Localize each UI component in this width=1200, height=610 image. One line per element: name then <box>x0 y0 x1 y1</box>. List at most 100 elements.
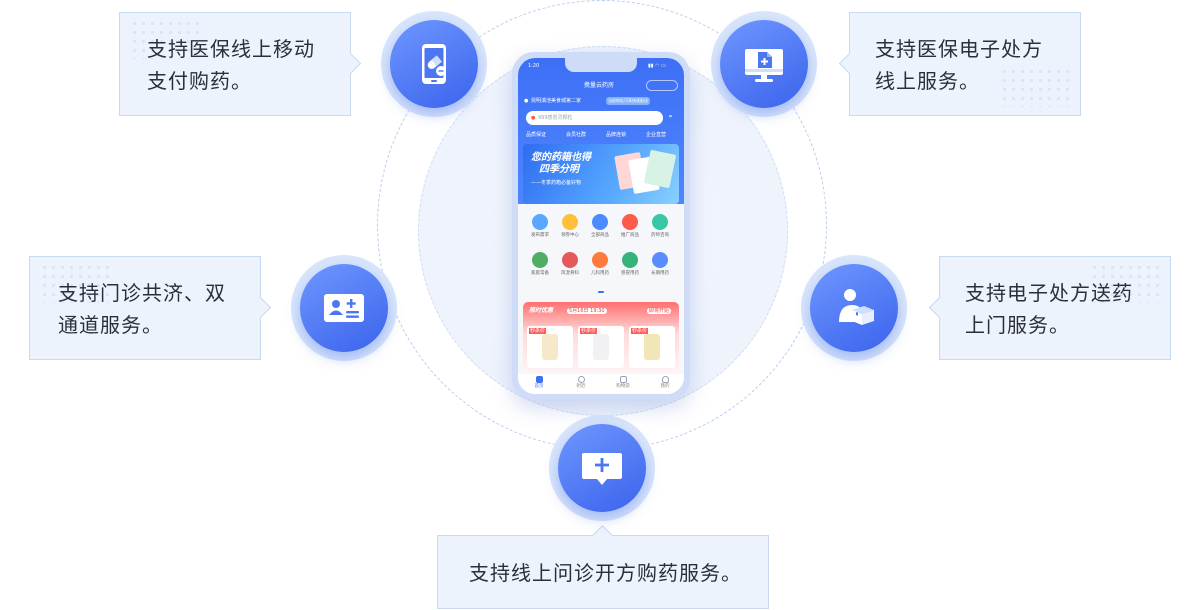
category-label: 家庭常备 <box>531 271 549 276</box>
phone-pill-icon <box>422 44 446 84</box>
feature-text-delivery: 支持电子处方送药 上门服务。 <box>965 281 1133 337</box>
category-item[interactable]: 药师咨询 <box>648 214 672 248</box>
dot-pattern <box>130 19 200 59</box>
search-placeholder: 999感冒灵颗粒 <box>538 115 573 121</box>
category-item[interactable]: 发布需求 <box>528 214 552 248</box>
tab-nearby[interactable]: 附近 <box>566 376 596 389</box>
courier-package-icon <box>839 289 874 325</box>
category-icon <box>622 252 638 268</box>
cart-icon <box>619 376 627 383</box>
category-label: 药师咨询 <box>651 233 669 238</box>
category-item[interactable]: 风湿骨科 <box>558 252 582 286</box>
pager-dot <box>598 291 604 293</box>
phone-mockup: 1:20 ▮▮ ◠ ▭ 携量云药房 ● 昆明滇池美食城第二家 当前地址可享快速配… <box>512 52 690 400</box>
tab-profile[interactable]: 我的 <box>650 376 680 389</box>
feature-box-consult: 支持线上问诊开方购药服务。 <box>437 535 769 609</box>
search-input[interactable]: ● 999感冒灵颗粒 <box>526 111 663 125</box>
id-card-plus-icon <box>324 294 364 322</box>
category-icon <box>622 214 638 230</box>
category-label: 感冒用药 <box>621 271 639 276</box>
feature-text-outpatient: 支持门诊共济、双 通道服务。 <box>58 281 226 337</box>
category-item[interactable]: 长期用药 <box>648 252 672 286</box>
dot-pattern <box>40 263 110 303</box>
service-1: 品质保证 <box>526 132 547 138</box>
product-card[interactable]: 秒杀价 <box>527 326 573 368</box>
banner-title-1: 您的药箱也得 <box>531 152 591 163</box>
category-label: 发布需求 <box>531 233 549 238</box>
tab-home[interactable]: 首页 <box>524 376 554 389</box>
icon-circle-e-prescription <box>711 11 817 117</box>
price-badge: 秒杀价 <box>529 328 547 334</box>
location-tag: 当前地址可享快速配送 <box>606 97 650 105</box>
service-3: 品牌连锁 <box>606 132 627 138</box>
chat-plus-icon <box>582 453 622 485</box>
category-item[interactable]: 儿科用药 <box>588 252 612 286</box>
phone-notch <box>565 58 637 72</box>
category-icon <box>652 252 668 268</box>
category-icon <box>532 252 548 268</box>
feature-text-consult: 支持线上问诊开方购药服务。 <box>469 561 742 585</box>
category-item[interactable]: 推广商品 <box>618 214 642 248</box>
category-label: 儿科用药 <box>591 271 609 276</box>
icon-circle-mobile-pay <box>381 11 487 117</box>
tab-cart[interactable]: 购物袋 <box>608 376 638 389</box>
category-label: 全部商品 <box>591 233 609 238</box>
feature-box-outpatient: 支持门诊共济、双 通道服务。 <box>29 256 261 360</box>
icon-circle-consult <box>549 415 655 521</box>
icon-circle-outpatient <box>291 255 397 361</box>
product-bottle <box>542 334 558 360</box>
home-icon <box>535 376 543 383</box>
promo-banner[interactable]: 您的药箱也得 四季分明 ——冬季药箱必备好物 <box>523 144 679 204</box>
monitor-document-icon <box>745 49 783 82</box>
category-item[interactable]: 全部商品 <box>588 214 612 248</box>
price-badge: 秒杀价 <box>580 328 598 334</box>
compass-icon <box>577 376 585 383</box>
dot-pattern <box>1090 263 1160 303</box>
feature-box-e-prescription: 支持医保电子处方 线上服务。 <box>849 12 1081 116</box>
category-icon <box>562 252 578 268</box>
banner-title-2: 四季分明 <box>539 164 579 175</box>
feature-text-e-prescription: 支持医保电子处方 线上服务。 <box>875 37 1043 93</box>
category-label: 风湿骨科 <box>561 271 579 276</box>
dot-pattern <box>1000 67 1070 107</box>
category-label: 推广商品 <box>621 233 639 238</box>
icon-circle-delivery <box>801 255 907 361</box>
banner-card <box>643 149 677 189</box>
promo-time: 5月16日 19:30 <box>567 308 607 314</box>
tab-bar: 首页 附近 购物袋 我的 <box>518 374 684 394</box>
price-badge: 秒杀价 <box>631 328 649 334</box>
capsule-button[interactable] <box>646 80 678 91</box>
product-card[interactable]: 秒杀价 <box>629 326 675 368</box>
category-label: 领券中心 <box>561 233 579 238</box>
category-item[interactable]: 感冒用药 <box>618 252 642 286</box>
status-icons: ▮▮ ◠ ▭ <box>648 63 666 69</box>
banner-subtitle: ——冬季药箱必备好物 <box>531 180 582 186</box>
category-label: 长期用药 <box>651 271 669 276</box>
category-icon <box>562 214 578 230</box>
category-icon <box>592 214 608 230</box>
status-time: 1:20 <box>528 63 540 69</box>
app-title: 携量云药房 <box>584 82 615 89</box>
feature-box-delivery: 支持电子处方送药 上门服务。 <box>939 256 1171 360</box>
product-bottle <box>644 334 660 360</box>
promo-title: 限时优惠 <box>529 307 554 314</box>
feature-box-mobile-pay: 支持医保线上移动 支付购药。 <box>119 12 351 116</box>
category-icon <box>592 252 608 268</box>
flash-sale-section[interactable]: 限时优惠 5月16日 19:30 即将开始 秒杀价 秒杀价 秒杀价 <box>523 302 679 372</box>
fire-icon: ● <box>531 115 536 121</box>
category-icon <box>532 214 548 230</box>
location-text[interactable]: 昆明滇池美食城第二家 <box>531 98 582 104</box>
product-card[interactable]: 秒杀价 <box>578 326 624 368</box>
service-2: 会员社群 <box>566 132 587 138</box>
category-item[interactable]: 领券中心 <box>558 214 582 248</box>
location-pin-icon: ● <box>524 98 529 104</box>
category-icon <box>652 214 668 230</box>
phone-screen: 1:20 ▮▮ ◠ ▭ 携量云药房 ● 昆明滇池美食城第二家 当前地址可享快速配… <box>518 58 684 394</box>
category-item[interactable]: 家庭常备 <box>528 252 552 286</box>
feature-text-mobile-pay: 支持医保线上移动 支付购药。 <box>147 37 315 93</box>
service-4: 企业直营 <box>646 132 667 138</box>
user-icon <box>661 376 669 383</box>
product-bottle <box>593 334 609 360</box>
promo-more[interactable]: 即将开始 <box>647 308 672 314</box>
scan-icon[interactable]: ⌗ <box>669 114 672 120</box>
